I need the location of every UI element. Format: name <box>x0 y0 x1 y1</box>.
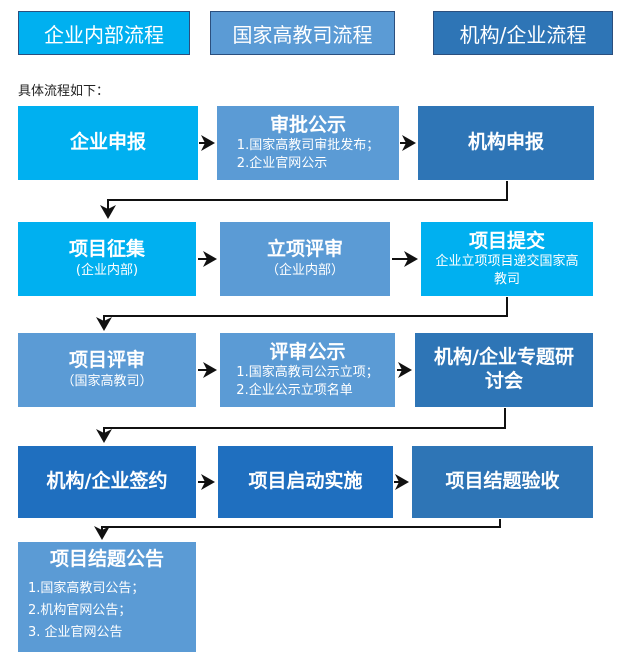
step-signing: 机构/企业签约 <box>18 446 196 518</box>
step-line: 3. 企业官网公告 <box>28 624 123 640</box>
step-title: 审批公示 <box>269 113 346 136</box>
step-title: 机构/企业签约 <box>46 470 168 493</box>
step-sub: （企业内部） <box>265 263 344 279</box>
step-line: 2.机构官网公告； <box>28 602 132 618</box>
step-sub: （国家高教司） <box>61 374 153 390</box>
legend-government: 国家高教司流程 <box>210 11 395 55</box>
step-sub: 企业立项项目递交国家高教司 <box>435 254 579 287</box>
step-title: 项目启动实施 <box>248 470 363 493</box>
legend-institution: 机构/企业流程 <box>433 11 613 55</box>
intro-text: 具体流程如下： <box>18 84 110 99</box>
legend-enterprise: 企业内部流程 <box>18 11 190 55</box>
step-title: 项目提交 <box>468 229 545 252</box>
step-title: 企业申报 <box>69 131 146 154</box>
step-title: 项目评审 <box>68 349 145 372</box>
arrow-elbow <box>100 181 508 219</box>
step-line: 2.企业公示立项名单 <box>236 382 353 398</box>
legend-enterprise-label: 企业内部流程 <box>44 22 164 47</box>
step-line: 2.企业官网公示 <box>236 155 328 171</box>
step-title: 项目结题验收 <box>445 470 560 493</box>
legend-institution-label: 机构/企业流程 <box>459 22 587 47</box>
step-acceptance: 项目结题验收 <box>412 446 593 518</box>
step-line: 1.国家高教司审批发布； <box>236 138 380 154</box>
step-project-review: 立项评审 （企业内部） <box>220 222 390 296</box>
arrow-elbow <box>94 519 501 540</box>
step-title: 立项评审 <box>266 238 343 261</box>
step-review-notice: 评审公示 1.国家高教司公示立项； 2.企业公示立项名单 <box>220 333 395 407</box>
step-closing-notice: 项目结题公告 1.国家高教司公告； 2.机构官网公告； 3. 企业官网公告 <box>18 542 196 652</box>
step-enterprise-report: 企业申报 <box>18 106 198 180</box>
step-title: 项目征集 <box>68 238 145 261</box>
step-approval-notice: 审批公示 1.国家高教司审批发布； 2.企业官网公示 <box>217 106 399 180</box>
step-line: 1.国家高教司公示立项； <box>236 365 379 381</box>
step-project-collect: 项目征集 (企业内部) <box>18 222 196 296</box>
step-title: 机构申报 <box>467 131 544 154</box>
step-institution-report: 机构申报 <box>418 106 594 180</box>
step-title: 机构/企业专题研讨会 <box>434 346 574 392</box>
step-title: 评审公示 <box>269 340 346 363</box>
step-project-submit: 项目提交 企业立项项目递交国家高教司 <box>421 222 593 296</box>
step-kickoff: 项目启动实施 <box>218 446 393 518</box>
step-sub: (企业内部) <box>75 263 139 279</box>
step-seminar: 机构/企业专题研讨会 <box>415 333 593 407</box>
arrow-elbow <box>96 408 506 443</box>
step-line: 1.国家高教司公告； <box>28 580 145 596</box>
step-project-evaluation: 项目评审 （国家高教司） <box>18 333 196 407</box>
legend-government-label: 国家高教司流程 <box>232 22 373 47</box>
step-title: 项目结题公告 <box>49 548 164 570</box>
arrow-elbow <box>96 297 508 331</box>
